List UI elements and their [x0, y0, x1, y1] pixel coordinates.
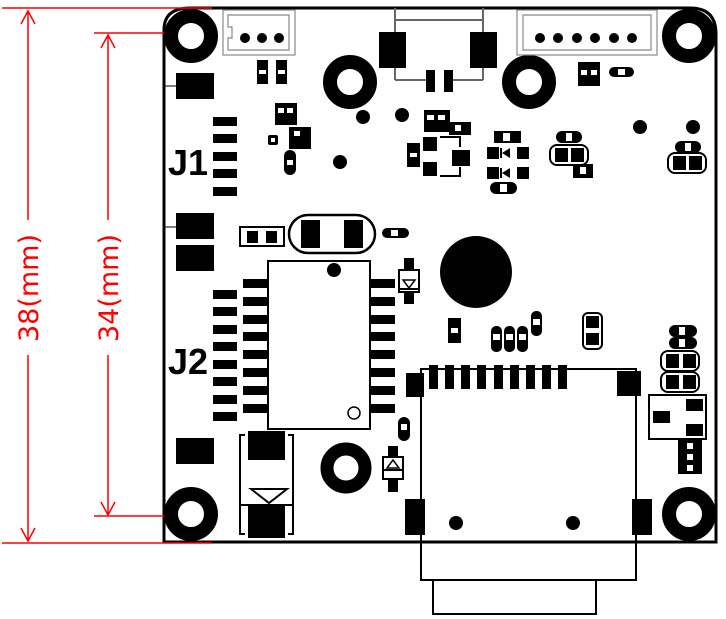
- via: [356, 110, 370, 124]
- component-cluster-c: [667, 141, 707, 174]
- ic-soic: [243, 260, 395, 430]
- crystal: [239, 213, 409, 255]
- dimension-label-34mm: 34(mm): [94, 234, 125, 342]
- mounting-hole-bottom-right: [662, 487, 716, 541]
- standoff-hole-bottom: [320, 442, 372, 494]
- mounting-hole-bottom-left: [164, 487, 218, 541]
- j1-pins: [213, 117, 237, 196]
- diode-pair: [487, 131, 529, 194]
- via: [395, 108, 409, 122]
- standoff-hole-top-left: [323, 55, 377, 109]
- diode-large: [239, 431, 294, 538]
- ic-pins-right: [369, 279, 395, 413]
- mounting-holes: [164, 9, 716, 541]
- component-cluster-b: [549, 131, 593, 178]
- ic-pins-left: [243, 279, 269, 413]
- header-3pin: [222, 9, 296, 56]
- header-6pin: [516, 9, 658, 56]
- component-cluster-regulator: [407, 110, 471, 177]
- connector-label-j1: J1: [168, 142, 208, 183]
- component-cluster-d: [448, 311, 603, 352]
- mounting-hole-top-right: [662, 9, 716, 63]
- standoff-hole-top-right: [502, 55, 556, 109]
- smd-pair-below-3pin: [257, 60, 287, 84]
- component-cluster-right: [648, 325, 707, 474]
- standoff-holes: [320, 55, 556, 494]
- dimension-label-38mm: 38(mm): [14, 234, 45, 342]
- connector-j2: [176, 290, 237, 464]
- connector-j1: [164, 73, 237, 271]
- diode-small-top: [398, 258, 420, 304]
- cap-near-slot: [398, 417, 410, 441]
- via: [686, 120, 700, 134]
- dimension-hole-spacing: [94, 32, 176, 517]
- usb-connector: [379, 8, 497, 92]
- via: [633, 120, 647, 134]
- component-cluster-a: [268, 103, 311, 175]
- buzzer: [440, 236, 512, 308]
- diode-small-bottom: [382, 446, 404, 492]
- smd-near-6pin: [578, 62, 634, 86]
- mounting-hole-top-left: [164, 9, 218, 63]
- via: [333, 155, 347, 169]
- connector-label-j2: J2: [168, 341, 208, 382]
- dimension-overall-height: [2, 7, 212, 544]
- card-slot-pins: [429, 365, 567, 389]
- board-outline: [162, 6, 718, 544]
- card-slot: [405, 365, 652, 615]
